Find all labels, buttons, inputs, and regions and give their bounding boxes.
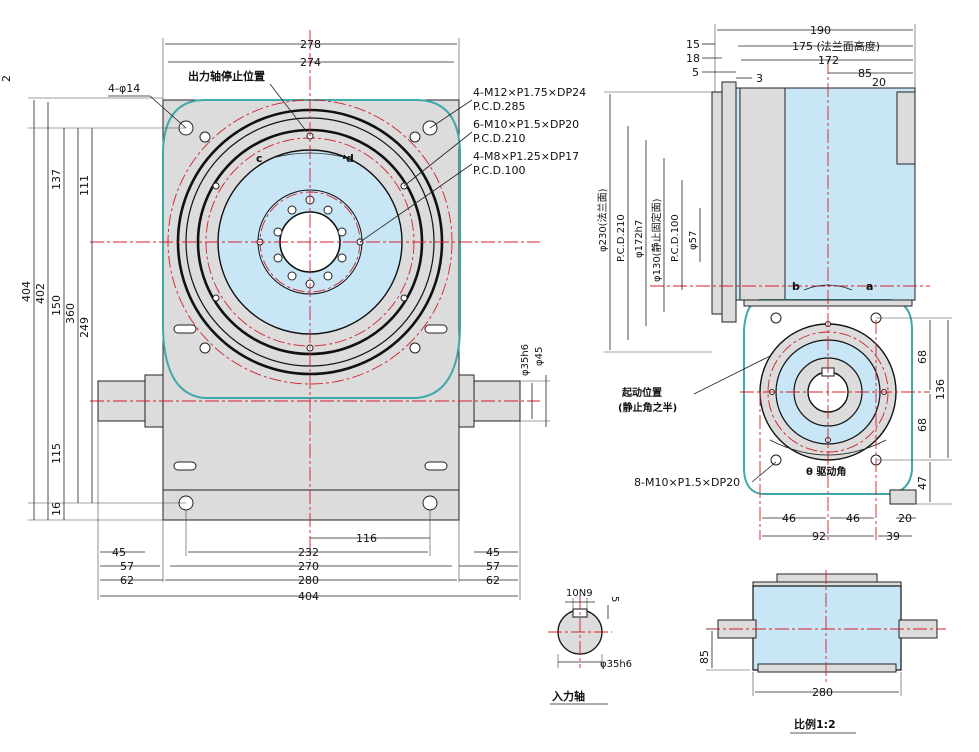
rotation-label-c: c [256,152,263,165]
svg-text:150: 150 [50,295,63,316]
dim-47: 47 [916,476,929,490]
dim-68-bottom: 68 [916,418,929,432]
dim-input-phi35h6: φ35h6 [600,659,632,670]
dim-18: 18 [686,52,700,65]
dim-280: 280 [298,574,319,587]
dim-85: 85 [858,67,872,80]
dim-phi35h6: φ35h6 [520,344,531,376]
svg-text:249: 249 [78,317,91,338]
bottom-view: 85 280 比例1:2 [698,570,946,734]
rotation-label-b: b [792,280,800,293]
callout-tap-side: 8-M10×P1.5×DP20 [634,476,740,489]
dim-404-horizontal: 404 [298,590,319,603]
callout-tap2: 6-M10×P1.5×DP20 [473,118,579,131]
callout-pcd2: P.C.D.210 [473,132,526,145]
svg-text:115: 115 [50,443,63,464]
svg-text:137: 137 [50,169,63,190]
dim-278: 278 [300,38,321,51]
dim-20-top: 20 [872,76,886,89]
svg-text:57: 57 [120,560,134,573]
dim-5: 5 [692,66,699,79]
svg-text:62: 62 [120,574,134,587]
dim-232: 232 [298,546,319,559]
dim-46-left: 46 [782,512,796,525]
dim-phi57: φ57 [688,231,699,250]
dim-39: 39 [886,530,900,543]
dim-280-bottom: 280 [812,686,833,699]
callout-mount-holes: 4-φ14 [108,82,140,95]
input-shaft-title: 入力轴 [552,689,585,703]
dim-15: 15 [686,38,700,51]
dim-pcd210: P.C.D.210 [616,214,627,262]
rotation-label-a: a [866,280,873,293]
scale-label: 比例1:2 [794,717,836,731]
start-position-note: (静止角之半) [618,401,677,414]
dim-270: 270 [298,560,319,573]
svg-text:16: 16 [50,502,63,516]
svg-text:111: 111 [78,175,91,196]
dim-85-bottom: 85 [698,650,711,664]
dim-10n9: 10N9 [566,588,593,599]
callout-output-stop: 出力轴停止位置 [188,69,265,83]
input-shaft-section: 10N9 5 φ35h6 入力轴 [548,588,632,705]
dim-20-bottom: 20 [898,512,912,525]
dim-46-right: 46 [846,512,860,525]
dim-key-depth: 5 [609,596,620,602]
rotation-label-d: d [346,152,354,165]
svg-text:360: 360 [64,303,77,324]
callout-tap1: 4-M12×P1.75×DP24 [473,86,586,99]
front-view: c d 278 274 404 402 360 137 150 111 249 … [0,30,586,603]
dim-274: 274 [300,56,321,69]
side-view: b a 190 175 (法兰面高度) 172 85 15 18 5 3 20 … [596,24,952,543]
svg-text:57: 57 [486,560,500,573]
start-position: 起动位置 [621,386,662,399]
dim-116: 116 [356,532,377,545]
inner-bolt-holes [256,195,364,289]
dim-phi172h7: φ172h7 [634,220,645,258]
dim-172: 172 [818,54,839,67]
dim-2: 2 [0,75,13,82]
dim-phi130: φ130(静止固定面) [650,198,663,282]
svg-text:45: 45 [486,546,500,559]
svg-text:62: 62 [486,574,500,587]
dim-phi45: φ45 [534,347,545,366]
callout-pcd3: P.C.D.100 [473,164,526,177]
callout-tap3: 4-M8×P1.25×DP17 [473,150,579,163]
dim-92: 92 [812,530,826,543]
dim-136: 136 [934,379,947,400]
dim-phi230: φ230(法兰面) [596,188,609,252]
dim-pcd100: P.C.D.100 [670,214,681,262]
dim-68-top: 68 [916,350,929,364]
dim-175: 175 (法兰面高度) [792,39,880,53]
drive-angle: θ 驱动角 [806,465,846,478]
dim-3: 3 [756,72,763,85]
dim-190: 190 [810,24,831,37]
svg-text:402: 402 [34,283,47,304]
dim-404-vertical: 404 [20,281,33,302]
callout-pcd1: P.C.D.285 [473,100,526,113]
svg-text:45: 45 [112,546,126,559]
